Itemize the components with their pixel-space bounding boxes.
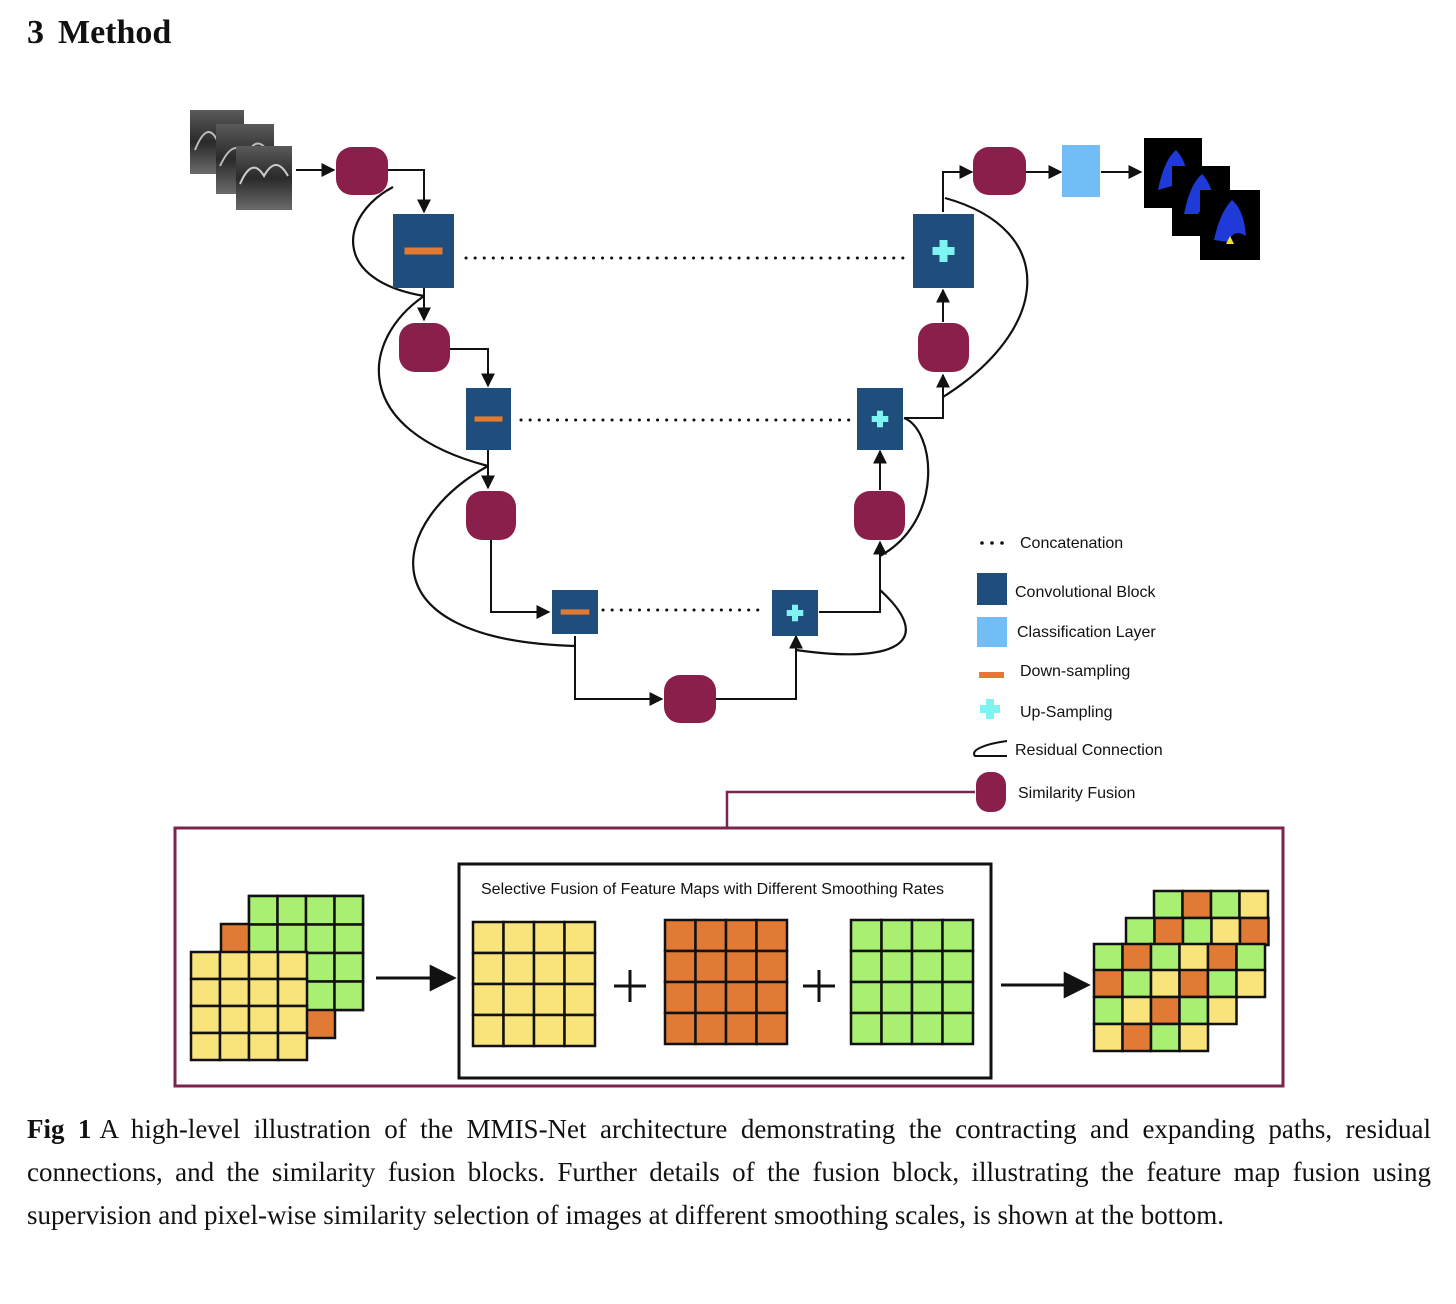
inset-title: Selective Fusion of Feature Maps with Di… bbox=[481, 881, 944, 898]
concatenation-lines bbox=[464, 256, 908, 612]
section-heading: 3 Method bbox=[27, 14, 171, 52]
legend-concatenation-icon bbox=[980, 541, 1004, 545]
classification-layer bbox=[1062, 145, 1100, 197]
fusion-grid-yellow bbox=[471, 920, 597, 1048]
section-title: Method bbox=[58, 14, 172, 51]
conv-block-2-down bbox=[466, 388, 511, 450]
legend-fusion-icon bbox=[976, 772, 1006, 812]
conv-block-3-down bbox=[552, 590, 598, 634]
down-sampling-icon bbox=[560, 609, 590, 615]
down-sampling-icon bbox=[474, 416, 503, 422]
similarity-fusion-block-3 bbox=[466, 491, 516, 540]
legend-up-sampling-icon bbox=[980, 699, 1000, 719]
legend-concatenation-label: Concatenation bbox=[1020, 535, 1123, 552]
architecture-figure: Concatenation Convolutional Block Classi… bbox=[173, 110, 1285, 1088]
legend-residual-icon bbox=[973, 740, 1008, 757]
legend-up-sampling-label: Up-Sampling bbox=[1020, 704, 1112, 721]
inset-plus-2 bbox=[803, 970, 835, 1002]
similarity-fusion-block-1 bbox=[336, 147, 388, 195]
output-segmentation-stack bbox=[1144, 138, 1260, 260]
inset-plus-1 bbox=[614, 970, 646, 1002]
conv-block-6-up bbox=[913, 214, 974, 288]
legend-down-sampling-icon bbox=[979, 672, 1004, 678]
similarity-fusion-block-6 bbox=[918, 323, 969, 372]
fusion-grid-orange bbox=[663, 918, 789, 1046]
legend-classification-label: Classification Layer bbox=[1017, 624, 1156, 641]
legend-conv-block-label: Convolutional Block bbox=[1015, 584, 1157, 601]
section-number: 3 bbox=[27, 14, 44, 51]
legend-conv-block-icon bbox=[977, 573, 1007, 605]
input-grid-yellow bbox=[189, 950, 309, 1062]
inset-connector bbox=[725, 790, 975, 828]
fusion-grid-green bbox=[849, 918, 975, 1046]
similarity-fusion-block-2 bbox=[399, 323, 450, 372]
legend-fusion-label: Similarity Fusion bbox=[1018, 785, 1135, 802]
output-fused-grid bbox=[1092, 889, 1270, 1053]
fusion-detail-inset: Selective Fusion of Feature Maps with Di… bbox=[173, 826, 1285, 1088]
input-image-stack bbox=[190, 110, 292, 210]
down-sampling-icon bbox=[404, 247, 443, 255]
legend-residual-label: Residual Connection bbox=[1015, 742, 1163, 759]
input-image-3 bbox=[236, 146, 292, 210]
inset-fusion-box bbox=[457, 862, 993, 1080]
conv-block-5-up bbox=[857, 388, 903, 450]
residual-connections bbox=[351, 186, 1029, 656]
up-sampling-icon bbox=[932, 240, 955, 262]
similarity-fusion-block-5 bbox=[854, 491, 905, 540]
legend: Concatenation Convolutional Block Classi… bbox=[973, 535, 1163, 812]
up-sampling-icon bbox=[786, 604, 804, 622]
up-sampling-icon bbox=[871, 410, 889, 428]
similarity-fusion-block-7 bbox=[973, 147, 1026, 195]
conv-block-1-down bbox=[393, 214, 454, 288]
caption-text: A high-level illustration of the MMIS-Ne… bbox=[27, 1114, 1431, 1230]
legend-classification-icon bbox=[977, 617, 1007, 647]
similarity-fusion-block-4 bbox=[664, 675, 716, 723]
caption-label: Fig 1 bbox=[27, 1114, 92, 1144]
legend-down-sampling-label: Down-sampling bbox=[1020, 663, 1130, 680]
conv-block-4-up bbox=[772, 590, 818, 636]
